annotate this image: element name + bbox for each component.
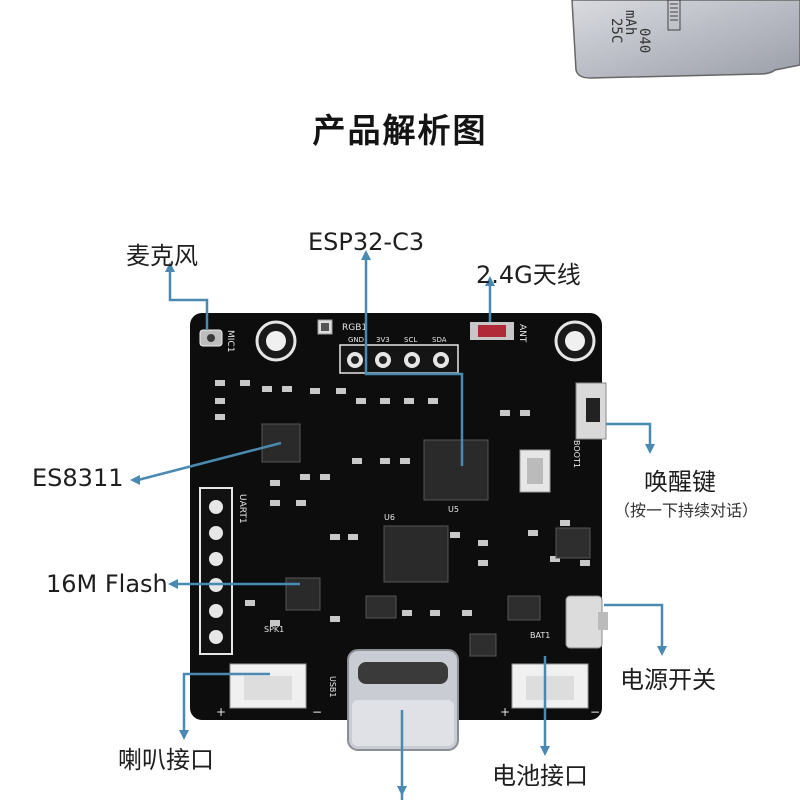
silk-pin-2: 3V3 bbox=[376, 336, 390, 344]
battery-line3: 25C bbox=[608, 18, 624, 43]
power-switch-part bbox=[565, 595, 603, 649]
battery-line2: mAh bbox=[622, 10, 638, 35]
callout-microphone: 麦克风 bbox=[126, 242, 198, 270]
silk-usb: USB1 bbox=[328, 676, 337, 698]
callout-lines bbox=[137, 258, 664, 800]
callout-antenna: 2.4G天线 bbox=[476, 261, 581, 289]
line-wake bbox=[606, 422, 652, 446]
line-microphone bbox=[168, 270, 209, 330]
silk-u5: U5 bbox=[448, 505, 459, 514]
silk-minus-left: − bbox=[312, 705, 322, 719]
silk-u6: U6 bbox=[384, 513, 395, 522]
u6-chip bbox=[383, 525, 449, 583]
boot-button-part bbox=[575, 382, 607, 440]
callout-battery-port: 电池接口 bbox=[492, 762, 588, 790]
page-title: 产品解析图 bbox=[312, 111, 488, 150]
line-power bbox=[604, 603, 664, 648]
silk-pin-4: SDA bbox=[432, 336, 447, 344]
silk-minus-right: − bbox=[590, 705, 600, 719]
silk-antenna: ANT bbox=[517, 324, 527, 343]
callout-wake-key: 唤醒键 bbox=[644, 468, 716, 496]
battery-line1: 040 bbox=[636, 28, 652, 53]
silk-spk: SPK1 bbox=[264, 625, 284, 634]
line-speaker bbox=[182, 672, 270, 732]
silk-mic: MIC1 bbox=[225, 330, 235, 352]
callout-es8311: ES8311 bbox=[32, 464, 124, 492]
silk-boot: BOOT1 bbox=[572, 440, 581, 468]
callout-flash: 16M Flash bbox=[46, 570, 168, 598]
silk-pin-3: SCL bbox=[404, 336, 417, 344]
silk-rgb: RGB1 bbox=[342, 323, 367, 333]
callout-power-switch: 电源开关 bbox=[620, 666, 716, 694]
silk-plus-right: + bbox=[500, 705, 510, 719]
esp32-chip bbox=[423, 439, 489, 501]
line-esp32 bbox=[364, 258, 464, 466]
silk-plus-left: + bbox=[216, 705, 226, 719]
callout-wake-key-note: （按一下持续对话） bbox=[614, 501, 759, 520]
battery-text: 040 mAh 25C bbox=[608, 10, 652, 53]
silk-uart: UART1 bbox=[237, 494, 247, 524]
pcb-board: RGB1 GND 3V3 SCL SDA MIC1 ANT BOOT1 UART… bbox=[190, 313, 608, 751]
uart-header bbox=[199, 487, 233, 655]
silk-bat: BAT1 bbox=[530, 631, 550, 640]
callout-speaker-port: 喇叭接口 bbox=[118, 746, 214, 774]
callout-esp32: ESP32-C3 bbox=[308, 228, 425, 256]
callout-arrowheads bbox=[130, 250, 667, 796]
line-es8311 bbox=[137, 441, 282, 482]
battery-photo bbox=[571, 0, 800, 79]
silk-pin-1: GND bbox=[348, 336, 364, 344]
